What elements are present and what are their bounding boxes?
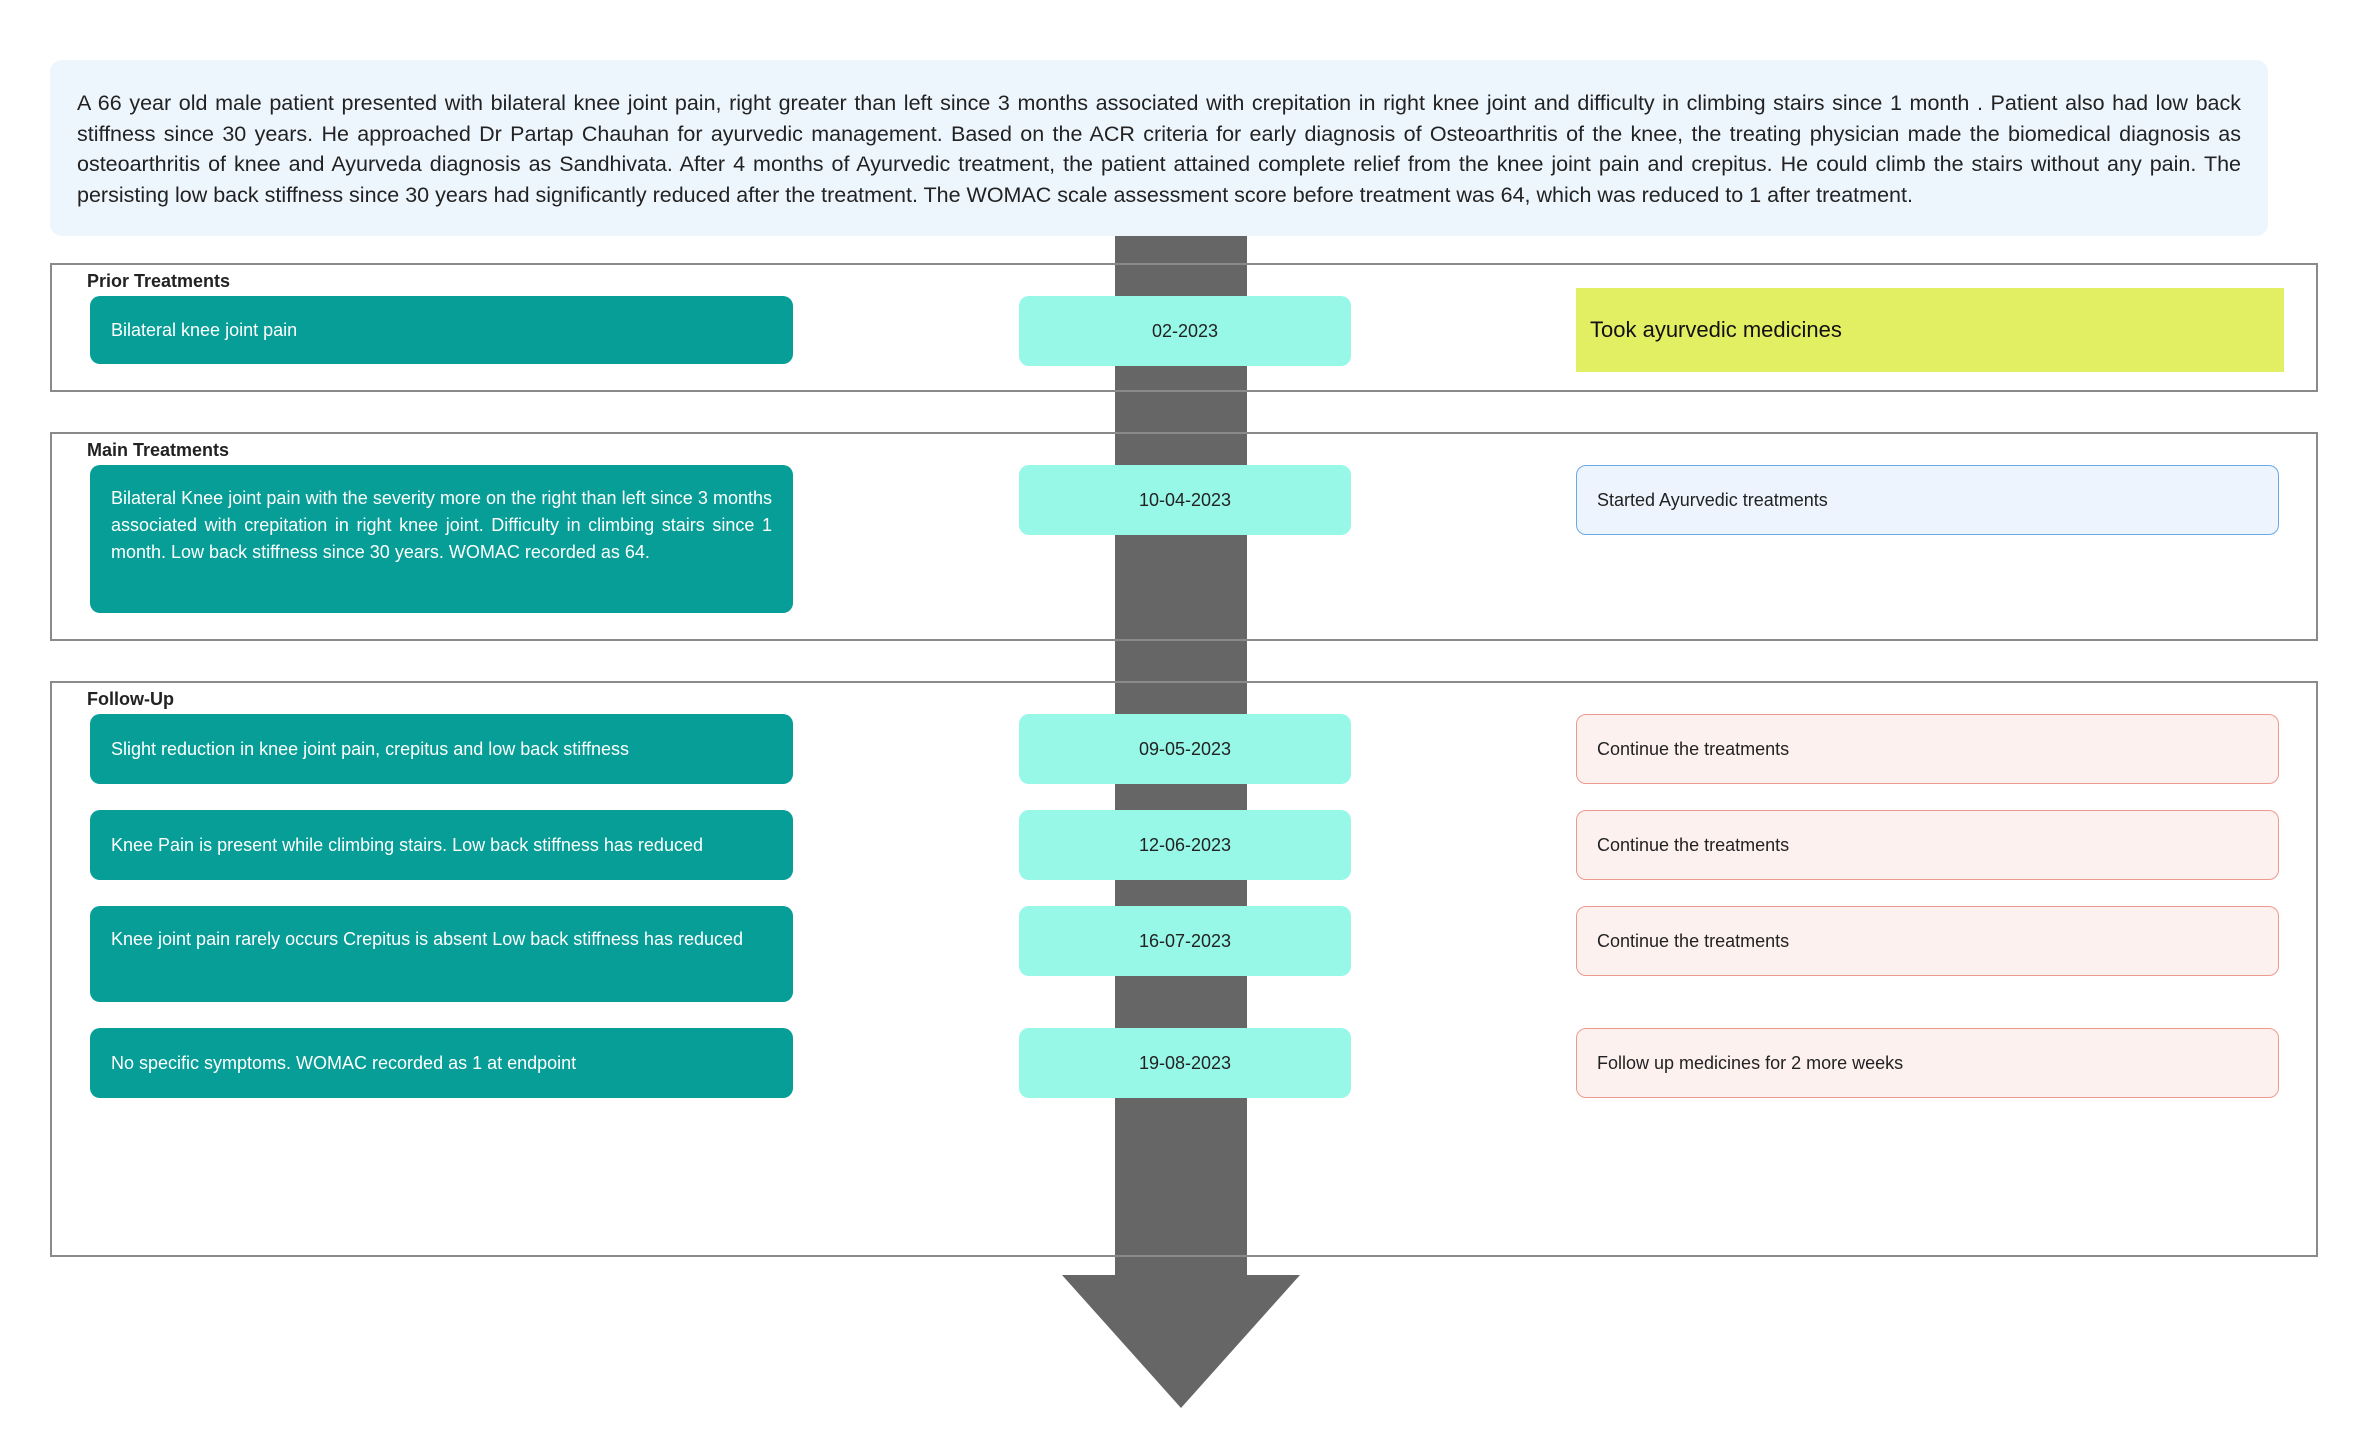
- date-box: 10-04-2023: [1019, 465, 1351, 535]
- action-box: Started Ayurvedic treatments: [1576, 465, 2279, 535]
- action-box: Follow up medicines for 2 more weeks: [1576, 1028, 2279, 1098]
- event-box: Knee Pain is present while climbing stai…: [90, 810, 793, 880]
- event-text: No specific symptoms. WOMAC recorded as …: [111, 1052, 577, 1073]
- event-text: Bilateral Knee joint pain with the sever…: [111, 488, 772, 562]
- date-box: 16-07-2023: [1019, 906, 1351, 976]
- date-box: 19-08-2023: [1019, 1028, 1351, 1098]
- action-box: Took ayurvedic medicines: [1576, 288, 2284, 372]
- event-box: Bilateral knee joint pain: [90, 296, 793, 364]
- date-box: 02-2023: [1019, 296, 1351, 366]
- section-title: Prior Treatments: [87, 271, 231, 291]
- section-title: Main Treatments: [87, 440, 230, 460]
- action-box: Continue the treatments: [1576, 714, 2279, 784]
- section-main-treatments: Main Treatments: [50, 432, 2318, 641]
- date-box: 12-06-2023: [1019, 810, 1351, 880]
- event-box: Slight reduction in knee joint pain, cre…: [90, 714, 793, 784]
- timeline-arrow-head: [1062, 1275, 1300, 1408]
- case-summary: A 66 year old male patient presented wit…: [50, 60, 2268, 236]
- event-text: Knee Pain is present while climbing stai…: [111, 834, 703, 855]
- section-title: Follow-Up: [87, 689, 174, 709]
- action-box: Continue the treatments: [1576, 906, 2279, 976]
- event-box: Knee joint pain rarely occurs Crepitus i…: [90, 906, 793, 1002]
- action-box: Continue the treatments: [1576, 810, 2279, 880]
- section-prior-treatments: Prior Treatments: [50, 263, 2318, 392]
- event-text: Bilateral knee joint pain: [111, 319, 298, 340]
- event-text: Slight reduction in knee joint pain, cre…: [111, 738, 629, 759]
- event-box: No specific symptoms. WOMAC recorded as …: [90, 1028, 793, 1098]
- event-text: Knee joint pain rarely occurs Crepitus i…: [111, 929, 744, 949]
- event-box: Bilateral Knee joint pain with the sever…: [90, 465, 793, 613]
- section-follow-up: Follow-Up: [50, 681, 2318, 1257]
- date-box: 09-05-2023: [1019, 714, 1351, 784]
